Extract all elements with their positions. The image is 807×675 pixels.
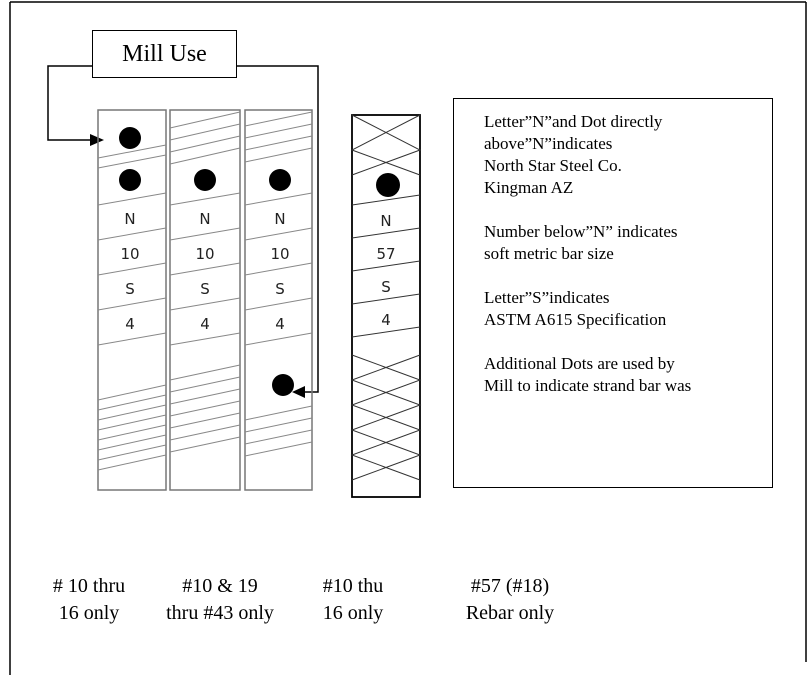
bar-4-mark-4: 4	[381, 311, 391, 329]
legend-paragraph-2: Number below”N” indicates soft metric ba…	[484, 221, 762, 265]
bar-4-mark-2: 57	[376, 245, 395, 263]
legend-paragraph-3: Letter”S”indicates ASTM A615 Specificati…	[484, 287, 762, 331]
caption-line: thru #43 only	[166, 602, 274, 624]
bar-2: N 10 S 4	[169, 109, 241, 491]
caption-bar-2: #10 & 19 thru #43 only	[150, 573, 290, 627]
caption-bar-3: #10 thu 16 only	[298, 573, 408, 627]
caption-line: 16 only	[58, 602, 120, 624]
caption-line: Rebar only	[465, 602, 555, 624]
producer-dot	[119, 169, 141, 191]
arrowhead-left	[90, 134, 104, 146]
caption-line: 16 only	[322, 602, 384, 624]
mill-dot	[272, 374, 294, 396]
bar-3-mark-3: S	[275, 280, 285, 298]
legend-line: Number below”N” indicates	[484, 222, 678, 241]
connector-right	[237, 65, 319, 393]
bar-2-mark-2: 10	[195, 245, 214, 263]
caption-line: # 10 thru	[52, 575, 126, 597]
bar-2-mark-4: 4	[200, 315, 210, 333]
legend-line: soft metric bar size	[484, 244, 614, 263]
bar-1-mark-3: S	[125, 280, 135, 298]
legend-line: ASTM A615 Specification	[484, 310, 667, 329]
bar-3-mark-4: 4	[275, 315, 285, 333]
bar-4-mark-3: S	[381, 278, 391, 296]
arrowhead-right	[292, 386, 305, 398]
legend-line: Letter”N”and Dot directly	[484, 112, 663, 131]
legend-line: above”N”indicates	[484, 134, 613, 153]
legend-box: Letter”N”and Dot directly above”N”indica…	[453, 98, 773, 488]
bar-4-mark-1: N	[380, 212, 391, 230]
caption-bar-1: # 10 thru 16 only	[34, 573, 144, 627]
bar-1-mark-4: 4	[125, 315, 135, 333]
legend-line: Additional Dots are used by	[484, 354, 675, 373]
producer-dot	[194, 169, 216, 191]
legend-line: Letter”S”indicates	[484, 288, 610, 307]
mill-use-box: Mill Use	[92, 30, 237, 78]
bar-3: N 10 S 4	[244, 109, 313, 491]
bar-4: N 57 S 4	[350, 114, 422, 498]
bar-1-mark-1: N	[124, 210, 135, 228]
legend-line: Kingman AZ	[484, 178, 574, 197]
bar-2-mark-1: N	[199, 210, 210, 228]
caption-line: #10 thu	[322, 575, 384, 597]
legend-paragraph-1: Letter”N”and Dot directly above”N”indica…	[484, 111, 762, 199]
caption-line: #10 & 19	[182, 575, 258, 597]
bar-3-mark-1: N	[274, 210, 285, 228]
legend-line: North Star Steel Co.	[484, 156, 622, 175]
bar-1-mark-2: 10	[120, 245, 139, 263]
bar-3-mark-2: 10	[270, 245, 289, 263]
legend-paragraph-4: Additional Dots are used by Mill to indi…	[484, 353, 762, 397]
mill-dot	[119, 127, 141, 149]
legend-line: Mill to indicate strand bar was	[484, 376, 692, 395]
producer-dot	[376, 173, 400, 197]
mill-use-label: Mill Use	[122, 40, 207, 67]
bar-2-mark-3: S	[200, 280, 210, 298]
caption-bar-4: #57 (#18) Rebar only	[440, 573, 580, 627]
caption-line: #57 (#18)	[470, 575, 550, 597]
connector-left	[47, 65, 92, 141]
bar-1: N 10 S 4	[97, 109, 167, 491]
producer-dot	[269, 169, 291, 191]
